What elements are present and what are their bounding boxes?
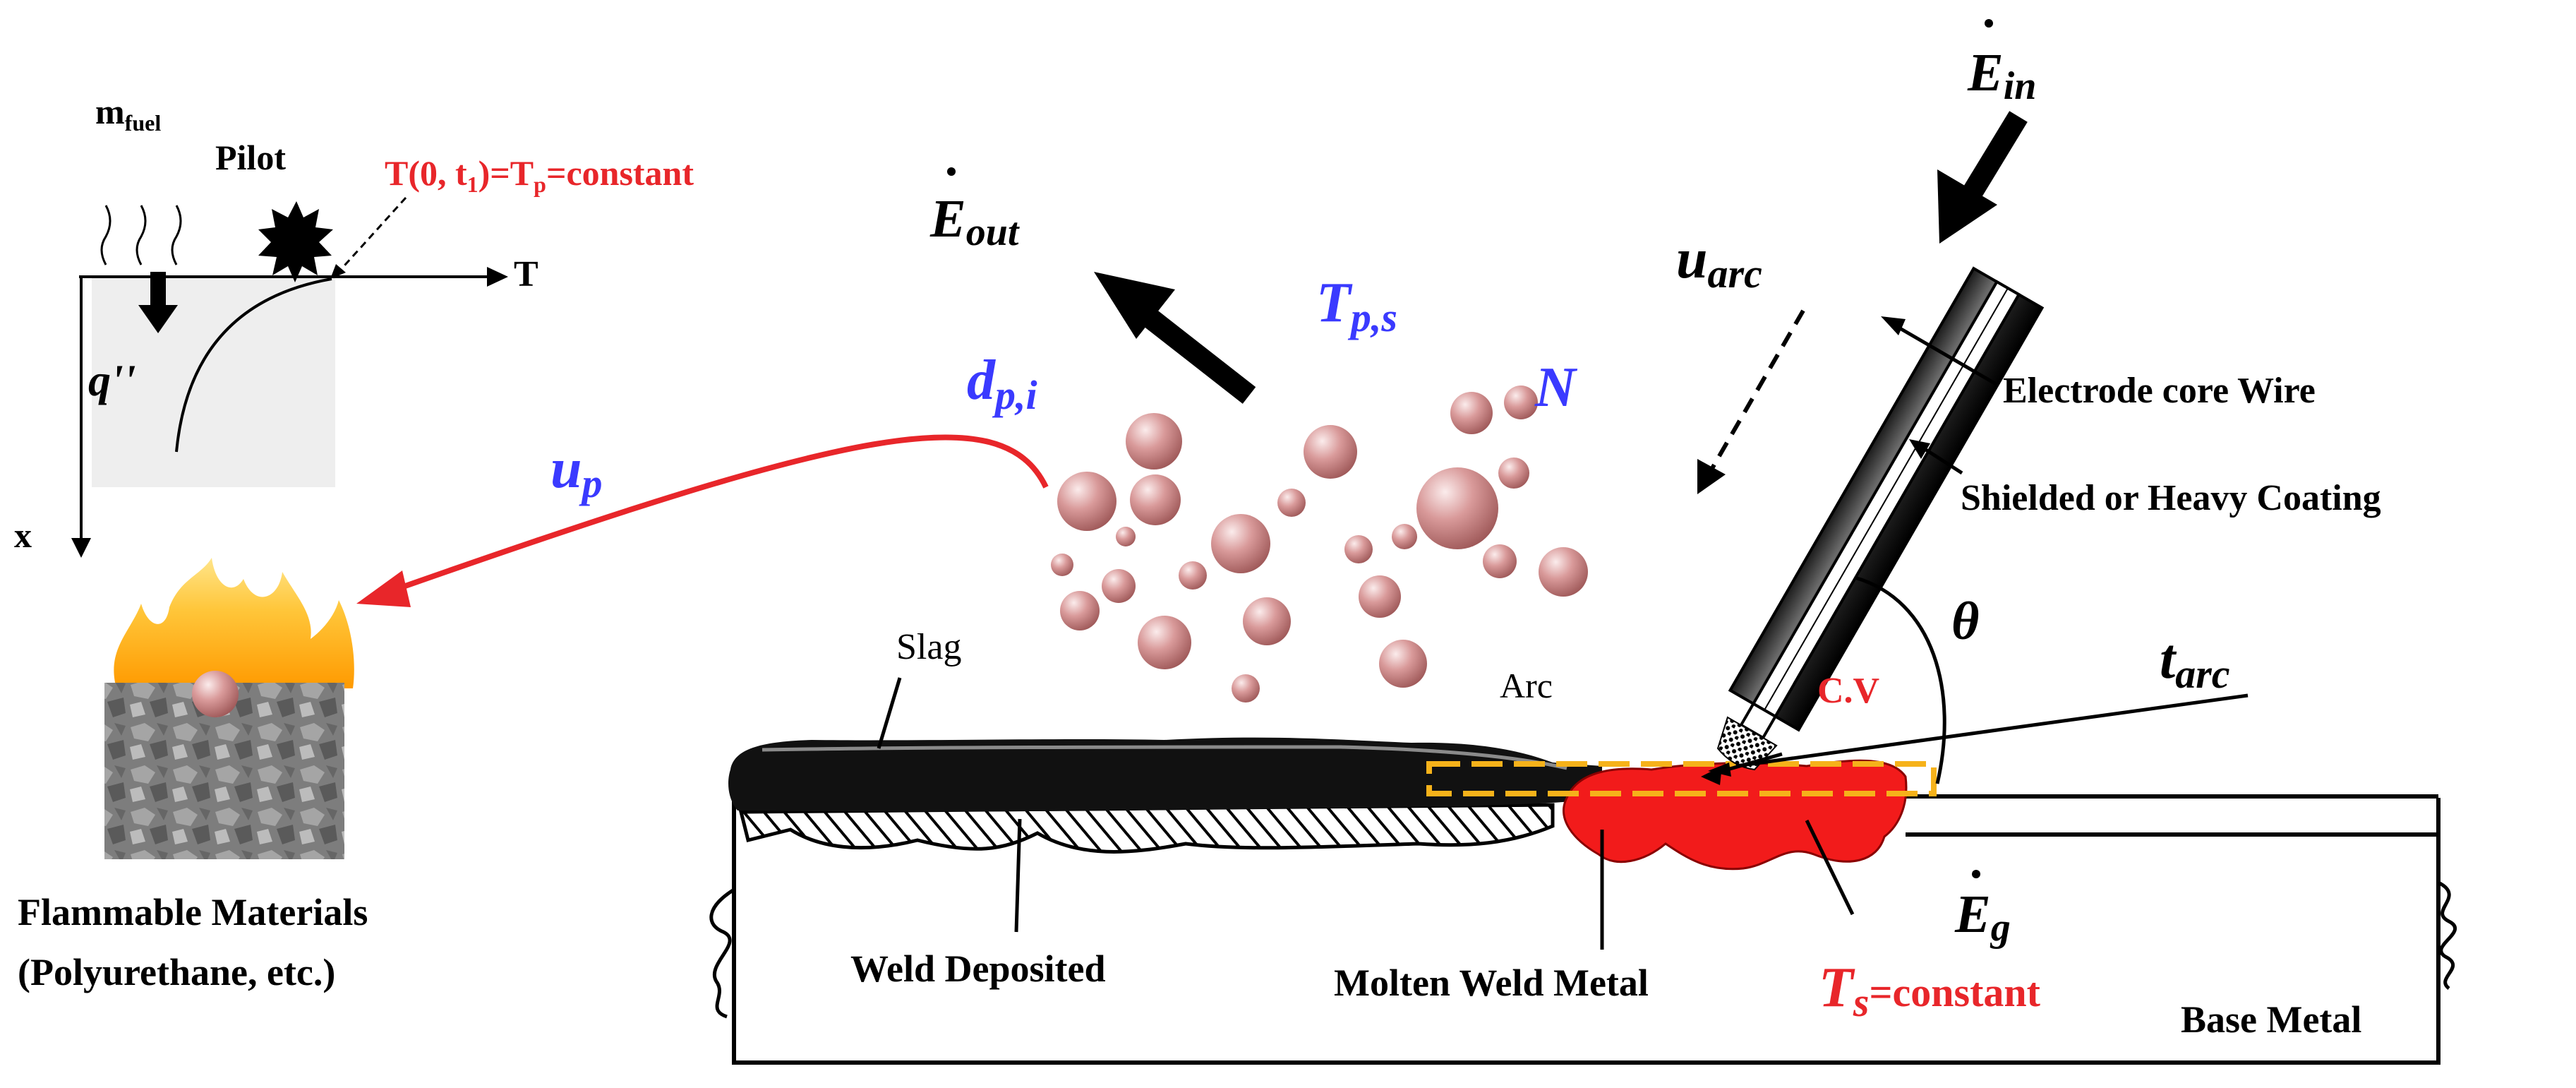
fuel-label: mfuel bbox=[95, 92, 161, 136]
droplet bbox=[1051, 554, 1073, 576]
droplet bbox=[1116, 527, 1136, 546]
break-line-left bbox=[709, 887, 735, 1019]
arc-speed-label: uarc bbox=[1676, 228, 1762, 297]
droplet bbox=[1130, 474, 1181, 525]
e-in-dot bbox=[1985, 19, 1993, 28]
leader-arrowheads bbox=[1701, 316, 1930, 785]
base-metal-outline bbox=[732, 798, 2440, 1065]
arc-speed-arrow bbox=[1697, 309, 1805, 494]
e-out-dot bbox=[947, 167, 956, 176]
droplet bbox=[1539, 547, 1588, 597]
temperature-profile-curve bbox=[175, 277, 332, 453]
e-out-arrow bbox=[1094, 272, 1256, 404]
heat-flux-label: q'' bbox=[88, 355, 136, 405]
base-metal-label: Base Metal bbox=[2181, 998, 2361, 1041]
break-line-right bbox=[2437, 880, 2457, 990]
x-axis-arrowhead bbox=[71, 538, 91, 558]
t-axis-label: T bbox=[514, 254, 538, 294]
coating-label: Shielded or Heavy Coating bbox=[1961, 478, 2381, 518]
particle-count-label: N bbox=[1534, 357, 1578, 419]
droplet bbox=[1498, 458, 1529, 489]
particle-trajectory bbox=[356, 434, 1049, 607]
arc-plasma bbox=[1716, 716, 1778, 771]
weld-deposit bbox=[738, 803, 1555, 854]
electrode bbox=[877, 111, 2249, 950]
angle-label: θ bbox=[1951, 592, 1979, 651]
droplet bbox=[1179, 561, 1207, 590]
e-g-label: Eg bbox=[1954, 885, 2011, 950]
fire-icon bbox=[114, 558, 354, 688]
landed-droplet bbox=[192, 671, 239, 717]
molten-weld-label: Molten Weld Metal bbox=[1334, 962, 1649, 1004]
spatter-droplets bbox=[1051, 385, 1588, 703]
pilot-label: Pilot bbox=[215, 138, 286, 177]
control-volume-box bbox=[1426, 761, 1937, 796]
angle-arc bbox=[1854, 575, 1946, 784]
droplet bbox=[1450, 392, 1493, 434]
materials-line-2: (Polyurethane, etc.) bbox=[18, 951, 335, 993]
inset-panel bbox=[92, 275, 335, 487]
particle-temperature-label: Tp,s bbox=[1316, 272, 1397, 340]
droplet bbox=[1304, 425, 1357, 479]
e-in-arrow bbox=[1937, 111, 2028, 244]
e-in-label: Ein bbox=[1967, 43, 2036, 108]
x-axis-label: x bbox=[14, 515, 32, 555]
trajectory-curve bbox=[394, 434, 1049, 592]
droplet bbox=[1504, 385, 1538, 419]
pilot-flame-icon bbox=[258, 201, 333, 282]
core-wire-label: Electrode core Wire bbox=[2003, 371, 2316, 411]
droplet bbox=[1126, 413, 1182, 470]
bc-leader-line bbox=[337, 196, 407, 273]
droplet bbox=[1344, 535, 1373, 563]
droplet bbox=[1232, 674, 1260, 703]
materials-line-1: Flammable Materials bbox=[18, 891, 368, 933]
droplet bbox=[1211, 514, 1270, 573]
weld-deposited-label: Weld Deposited bbox=[850, 947, 1106, 990]
boundary-condition-label: T(0, t1)=Tp=constant bbox=[385, 153, 694, 197]
droplet bbox=[1138, 616, 1191, 669]
flammable-material: Flammable Materials (Polyurethane, etc.) bbox=[18, 558, 368, 993]
droplet bbox=[1379, 640, 1427, 688]
e-g-dot bbox=[1972, 870, 1980, 878]
droplet bbox=[1416, 467, 1498, 549]
arc-label: Arc bbox=[1500, 666, 1553, 705]
slag-layer bbox=[728, 737, 1602, 812]
slag-highlight bbox=[762, 745, 1567, 770]
particle-velocity-label: up bbox=[550, 438, 603, 506]
arc-time-label: tarc bbox=[2160, 628, 2230, 697]
ignition-inset: mfuel Pilot T(0, t1)=Tp=constant T x q'' bbox=[14, 92, 694, 558]
workpiece bbox=[709, 737, 2457, 1065]
droplet bbox=[1243, 597, 1291, 645]
control-volume-label: C.V bbox=[1817, 671, 1879, 711]
droplet bbox=[1359, 575, 1401, 618]
particle-diameter-label: dp,i bbox=[967, 349, 1037, 418]
droplet bbox=[1483, 544, 1517, 578]
molten-weld-pool bbox=[1563, 759, 1908, 871]
droplet bbox=[1057, 472, 1117, 531]
bc-leader-arrowhead bbox=[330, 264, 346, 279]
trajectory-arrowhead bbox=[356, 570, 411, 607]
droplet bbox=[1102, 569, 1136, 603]
droplet bbox=[1392, 524, 1417, 549]
t-axis-arrowhead bbox=[487, 267, 508, 287]
e-out-label: Eout bbox=[929, 189, 1020, 254]
surface-temperature-label: Ts=constant bbox=[1819, 957, 2041, 1025]
droplet bbox=[1277, 489, 1306, 517]
slag-label: Slag bbox=[896, 627, 961, 667]
heat-flux-arrow bbox=[138, 272, 178, 333]
fuel-vapor-icon bbox=[100, 205, 182, 265]
droplet bbox=[1060, 591, 1100, 630]
